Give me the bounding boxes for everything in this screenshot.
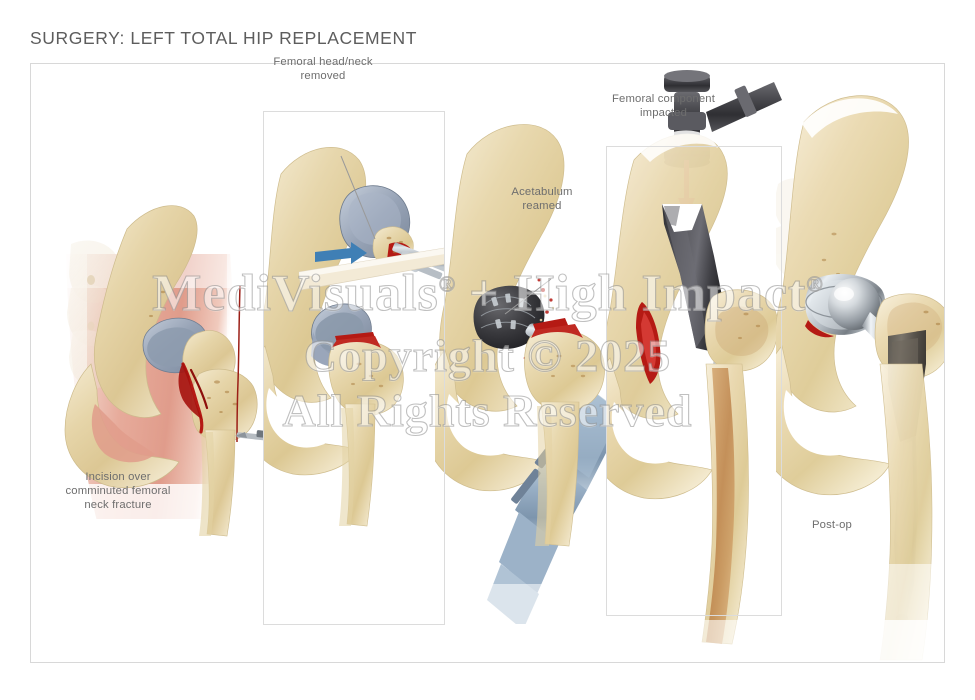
label-line-2: removed	[300, 70, 346, 83]
femoral-head-ball	[828, 278, 880, 330]
label-line-1: Femoral head/neck	[273, 56, 373, 68]
incision-artwork	[31, 159, 263, 662]
post-op-artwork	[776, 95, 944, 662]
label-post-op-caption: Post-op	[782, 518, 882, 532]
label-line-2: impacted	[639, 107, 688, 120]
label-acetabulum-reamed: Acetabulum reamed	[492, 185, 592, 213]
label-line-1: Acetabulum	[511, 186, 573, 198]
label-line-2: comminuted femoral	[65, 485, 171, 498]
acetabulum-reaming-artwork	[435, 124, 625, 662]
figure-frame	[30, 63, 945, 663]
label-line-2: reamed	[522, 200, 562, 213]
inset-box-femoral-head-removal	[263, 111, 445, 625]
femoral-head-removal-artwork	[263, 147, 445, 662]
label-incision-caption: Incision over comminuted femoral neck fr…	[38, 470, 198, 513]
label-femoral-head-removed: Femoral head/neck removed	[248, 55, 398, 83]
direction-arrow-blue	[315, 242, 367, 264]
label-line-1: Incision over	[85, 471, 151, 483]
panel-acetabulum-reaming	[435, 64, 625, 662]
page-title: SURGERY: LEFT TOTAL HIP REPLACEMENT	[30, 28, 417, 48]
inset-box-femoral-component	[606, 146, 782, 616]
femoral-component-artwork	[606, 70, 782, 662]
panel-post-op	[776, 64, 944, 662]
panel-femoral-component	[606, 64, 782, 662]
label-femoral-component-impacted: Femoral component impacted	[586, 92, 741, 120]
label-line-1: Femoral component	[611, 93, 715, 105]
panel-femoral-head-removal	[263, 64, 445, 662]
label-line-1: Post-op	[812, 519, 852, 531]
panel-incision	[31, 64, 263, 662]
label-line-3: neck fracture	[84, 499, 152, 512]
